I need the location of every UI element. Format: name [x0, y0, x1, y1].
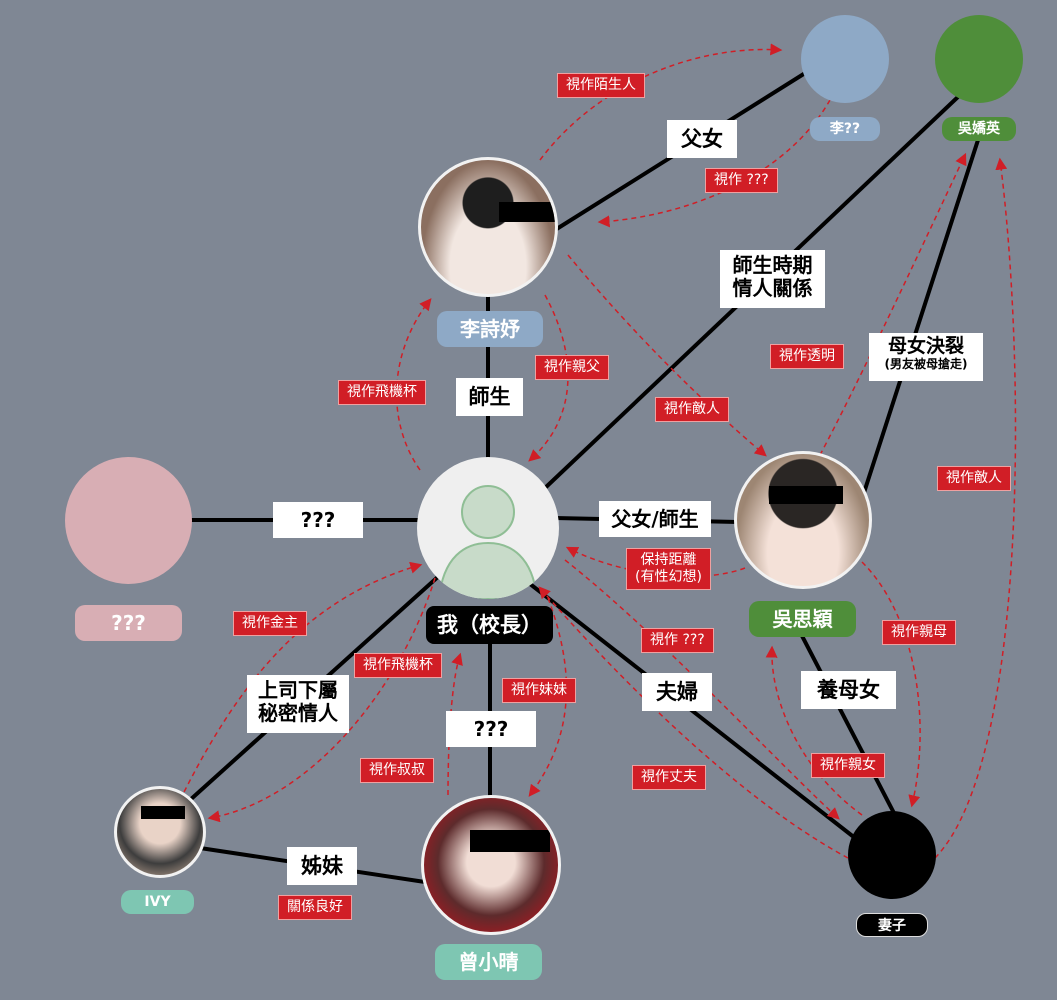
view-keep-distance-line1: 保持距離	[640, 552, 697, 568]
zeng-xiaoqing-photo	[421, 795, 561, 935]
wu-siying-name-tag: 吳思穎	[749, 601, 856, 637]
view-unknown-q: 視作 ???	[705, 168, 778, 193]
relation-teacher-lover-line2: 情人關係	[732, 276, 813, 300]
lee-father-circle	[801, 15, 889, 103]
principal-avatar	[417, 457, 559, 599]
view-keep-distance-line2: (有性幻想)	[635, 568, 702, 585]
relation-boss-lover-line2: 秘密情人	[258, 701, 338, 725]
view-toy-lee: 視作飛機杯	[338, 380, 426, 405]
view-enemy-2: 視作敵人	[937, 466, 1011, 491]
view-daughter: 視作親女	[811, 753, 885, 778]
ivy-photo	[114, 786, 206, 878]
unknown-person-circle	[65, 457, 192, 584]
ivy-name-tag: IVY	[121, 890, 194, 914]
view-sponsor: 視作金主	[233, 611, 307, 636]
view-mother: 視作親母	[882, 620, 956, 645]
principal-name-tag: 我（校長）	[426, 606, 553, 644]
wu-siying-censor-bar	[769, 486, 843, 504]
wu-jiaoying-name-tag: 吳嬌英	[942, 117, 1016, 141]
relation-adoptive: 養母女	[801, 671, 896, 709]
relation-father-daughter: 父女	[667, 120, 737, 158]
view-uncle: 視作叔叔	[360, 758, 434, 783]
wu-jiaoying-circle	[935, 15, 1023, 103]
view-unknown-q2: 視作 ???	[641, 628, 714, 653]
relation-father-teacher: 父女/師生	[599, 501, 711, 537]
relation-boss-lover-line1: 上司下屬	[258, 678, 338, 702]
lee-shiyu-name-tag: 李詩妤	[437, 311, 543, 347]
relation-sisters: 姊妹	[287, 847, 357, 885]
view-dad-to-lee: 視作親父	[535, 355, 609, 380]
unknown-person-name-tag: ???	[75, 605, 182, 641]
view-transparent: 視作透明	[770, 344, 844, 369]
view-little-sister: 視作妹妹	[502, 678, 576, 703]
relation-unknown: ???	[273, 502, 363, 538]
zeng-xiaoqing-censor-bar	[470, 830, 550, 852]
relation-mother-split: 母女決裂 (男友被母搶走)	[869, 333, 983, 381]
relation-teacher-lover: 師生時期 情人關係	[720, 250, 825, 308]
relation-teacher-lover-line1: 師生時期	[732, 253, 813, 277]
zeng-xiaoqing-name-tag: 曾小晴	[435, 944, 542, 980]
wife-circle	[848, 811, 936, 899]
view-keep-distance: 保持距離 (有性幻想)	[626, 548, 711, 590]
relation-mother-split-line2: (男友被母搶走)	[884, 356, 968, 371]
wu-siying-photo	[734, 451, 872, 589]
relation-zeng: ???	[446, 711, 536, 747]
lee-father-name-tag: 李??	[810, 117, 880, 141]
wife-name-tag: 妻子	[856, 913, 928, 937]
person-silhouette-icon	[437, 485, 539, 599]
ivy-censor-bar	[141, 806, 185, 819]
lee-shiyu-censor-bar	[499, 202, 555, 222]
view-enemy-1: 視作敵人	[655, 397, 729, 422]
view-toy-2: 視作飛機杯	[354, 653, 442, 678]
relation-teacher-student: 師生	[456, 378, 523, 416]
view-good-relation: 關係良好	[278, 895, 352, 920]
relation-boss-lover: 上司下屬 秘密情人	[247, 675, 349, 733]
relation-couple: 夫婦	[642, 673, 712, 711]
relation-mother-split-line1: 母女決裂	[887, 335, 964, 357]
view-stranger: 視作陌生人	[557, 73, 645, 98]
lee-shiyu-photo	[418, 157, 558, 297]
view-husband: 視作丈夫	[632, 765, 706, 790]
dashed-arrows	[179, 43, 1017, 859]
